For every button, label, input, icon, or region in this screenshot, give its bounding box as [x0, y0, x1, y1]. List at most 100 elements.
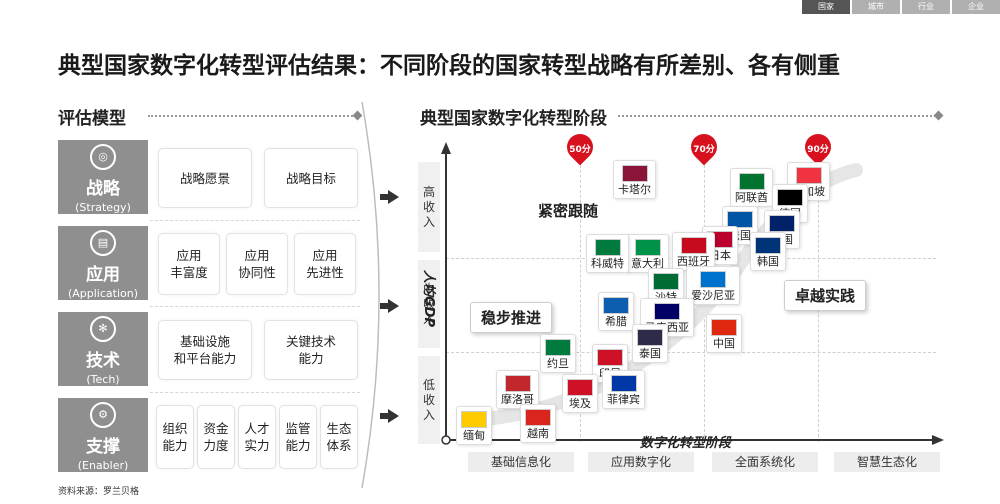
top-tabs: 国家 城市 行业 企业 — [800, 0, 1000, 14]
flag-icon — [769, 215, 795, 232]
tab-enterprise[interactable]: 企业 — [952, 0, 1000, 14]
card-app-richness: 应用 丰富度 — [158, 233, 220, 295]
flag-icon — [594, 239, 621, 256]
score-pin-70: 70分 — [693, 145, 715, 155]
row-divider — [150, 220, 360, 221]
country-card: 约旦 — [540, 334, 576, 373]
y-axis-arrowhead — [441, 142, 451, 154]
flag-icon — [755, 237, 781, 254]
country-card: 西班牙 — [672, 232, 715, 271]
country-card: 越南 — [520, 404, 556, 443]
country-card: 爱沙尼亚 — [686, 266, 740, 305]
country-name: 韩国 — [757, 255, 779, 268]
card-strategy-goal: 战略目标 — [264, 148, 358, 208]
tab-city[interactable]: 城市 — [852, 0, 900, 14]
app-window-icon: ▤ — [90, 230, 116, 256]
flag-icon — [597, 349, 623, 366]
flag-icon — [727, 211, 753, 228]
card-funding: 资金 力度 — [197, 405, 235, 469]
x-axis-title: 数字化转型阶段 — [640, 436, 732, 451]
gears-icon: ⚙ — [90, 402, 116, 428]
divider-diamond-icon — [933, 110, 944, 121]
zone-steady-progress: 稳步推进 — [470, 302, 553, 333]
row-divider — [150, 306, 360, 307]
flag-icon — [610, 375, 637, 392]
income-low: 低 收 入 — [418, 356, 440, 444]
card-organization: 组织 能力 — [156, 405, 194, 469]
income-middle: 中 收 入 — [418, 260, 440, 348]
score-pin-50: 50分 — [569, 145, 591, 155]
flag-icon — [654, 303, 680, 320]
row-label-strategy: ◎ 战略 (Strategy) — [58, 140, 148, 214]
bracket-curve — [361, 101, 380, 489]
row-label-tech: ✻ 技术 (Tech) — [58, 312, 148, 386]
country-card: 缅甸 — [456, 406, 492, 445]
network-icon: ✻ — [90, 316, 116, 342]
country-name: 希腊 — [605, 315, 627, 328]
country-name: 埃及 — [569, 397, 591, 410]
model-section-title: 评估模型 — [58, 109, 126, 129]
flag-icon — [777, 189, 803, 206]
flag-icon — [700, 271, 726, 288]
row-zh: 支撑 — [86, 437, 120, 457]
country-card: 泰国 — [632, 324, 668, 363]
country-name: 越南 — [527, 427, 549, 440]
country-card: 摩洛哥 — [496, 370, 539, 409]
arrow-right-icon — [388, 299, 399, 313]
country-name: 爱沙尼亚 — [691, 289, 735, 302]
card-infrastructure: 基础设施 和平台能力 — [158, 320, 252, 380]
card-ecosystem: 生态 体系 — [320, 405, 358, 469]
country-name: 菲律宾 — [607, 393, 640, 406]
row-zh: 战略 — [86, 179, 120, 199]
country-card: 阿联酋 — [730, 168, 773, 207]
arrow-stem — [380, 303, 388, 309]
country-name: 中国 — [713, 337, 735, 350]
card-app-synergy: 应用 协同性 — [226, 233, 288, 295]
card-strategy-vision: 战略愿景 — [158, 148, 252, 208]
flag-icon — [461, 411, 487, 428]
page-title: 典型国家数字化转型评估结果：不同阶段的国家转型战略有所差别、各有侧重 — [58, 53, 840, 79]
flag-icon — [634, 239, 661, 256]
target-icon: ◎ — [90, 144, 116, 170]
flag-icon — [680, 237, 707, 254]
arrow-right-icon — [388, 409, 399, 423]
flag-icon — [738, 173, 765, 190]
stage-app-digital: 应用数字化 — [588, 452, 694, 472]
row-en: (Tech) — [86, 373, 120, 386]
x-axis-arrowhead — [932, 435, 944, 445]
y-axis-title: 人均GDP — [421, 270, 436, 327]
country-name: 约旦 — [547, 357, 569, 370]
card-talent: 人才 实力 — [238, 405, 276, 469]
flag-icon — [795, 167, 822, 184]
tab-industry[interactable]: 行业 — [902, 0, 950, 14]
flag-icon — [504, 375, 531, 392]
zone-excellence: 卓越实践 — [784, 280, 867, 311]
arrow-stem — [380, 413, 388, 419]
country-name: 科威特 — [591, 257, 624, 270]
flag-icon — [603, 297, 629, 314]
flag-icon — [711, 319, 737, 336]
grid-line — [580, 150, 581, 442]
model-title-divider — [148, 115, 356, 117]
country-name: 阿联酋 — [735, 191, 768, 204]
row-label-enabler: ⚙ 支撑 (Enabler) — [58, 398, 148, 472]
flag-icon — [637, 329, 663, 346]
country-card: 韩国 — [750, 232, 786, 271]
flag-icon — [525, 409, 551, 426]
country-card: 埃及 — [562, 374, 598, 413]
card-key-tech: 关键技术 能力 — [264, 320, 358, 380]
row-zh: 技术 — [86, 351, 120, 371]
flag-icon — [621, 165, 648, 182]
stage-full-system: 全面系统化 — [712, 452, 818, 472]
tab-country[interactable]: 国家 — [802, 0, 850, 14]
country-name: 泰国 — [639, 347, 661, 360]
row-divider — [150, 392, 360, 393]
card-app-advanced: 应用 先进性 — [294, 233, 356, 295]
stages-section-title: 典型国家数字化转型阶段 — [420, 109, 607, 129]
country-card: 科威特 — [586, 234, 629, 273]
country-name: 西班牙 — [677, 255, 710, 268]
country-card: 菲律宾 — [602, 370, 645, 409]
country-card: 卡塔尔 — [613, 160, 656, 199]
country-name: 缅甸 — [463, 429, 485, 442]
country-card: 希腊 — [598, 292, 634, 331]
